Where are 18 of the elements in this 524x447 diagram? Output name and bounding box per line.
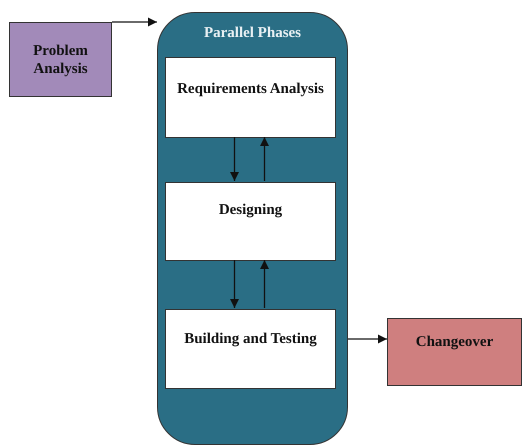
arrow bbox=[230, 137, 239, 181]
arrow bbox=[230, 260, 239, 308]
node-label: Changeover bbox=[414, 333, 494, 351]
process-box bbox=[165, 309, 336, 389]
process-box bbox=[387, 318, 522, 386]
node-label: Problem Analysis bbox=[32, 42, 89, 78]
process-box bbox=[9, 22, 112, 97]
node-label: Designing bbox=[218, 201, 284, 219]
node-label: Building and Testing bbox=[183, 330, 318, 348]
group-container bbox=[157, 12, 348, 445]
node-label: Parallel Phases bbox=[202, 24, 302, 42]
process-box bbox=[165, 57, 336, 138]
arrow bbox=[112, 18, 157, 26]
arrow bbox=[348, 334, 387, 344]
arrow bbox=[260, 260, 269, 308]
process-box bbox=[165, 182, 336, 261]
node-label: Requirements Analysis bbox=[176, 80, 325, 98]
arrow bbox=[260, 137, 269, 181]
